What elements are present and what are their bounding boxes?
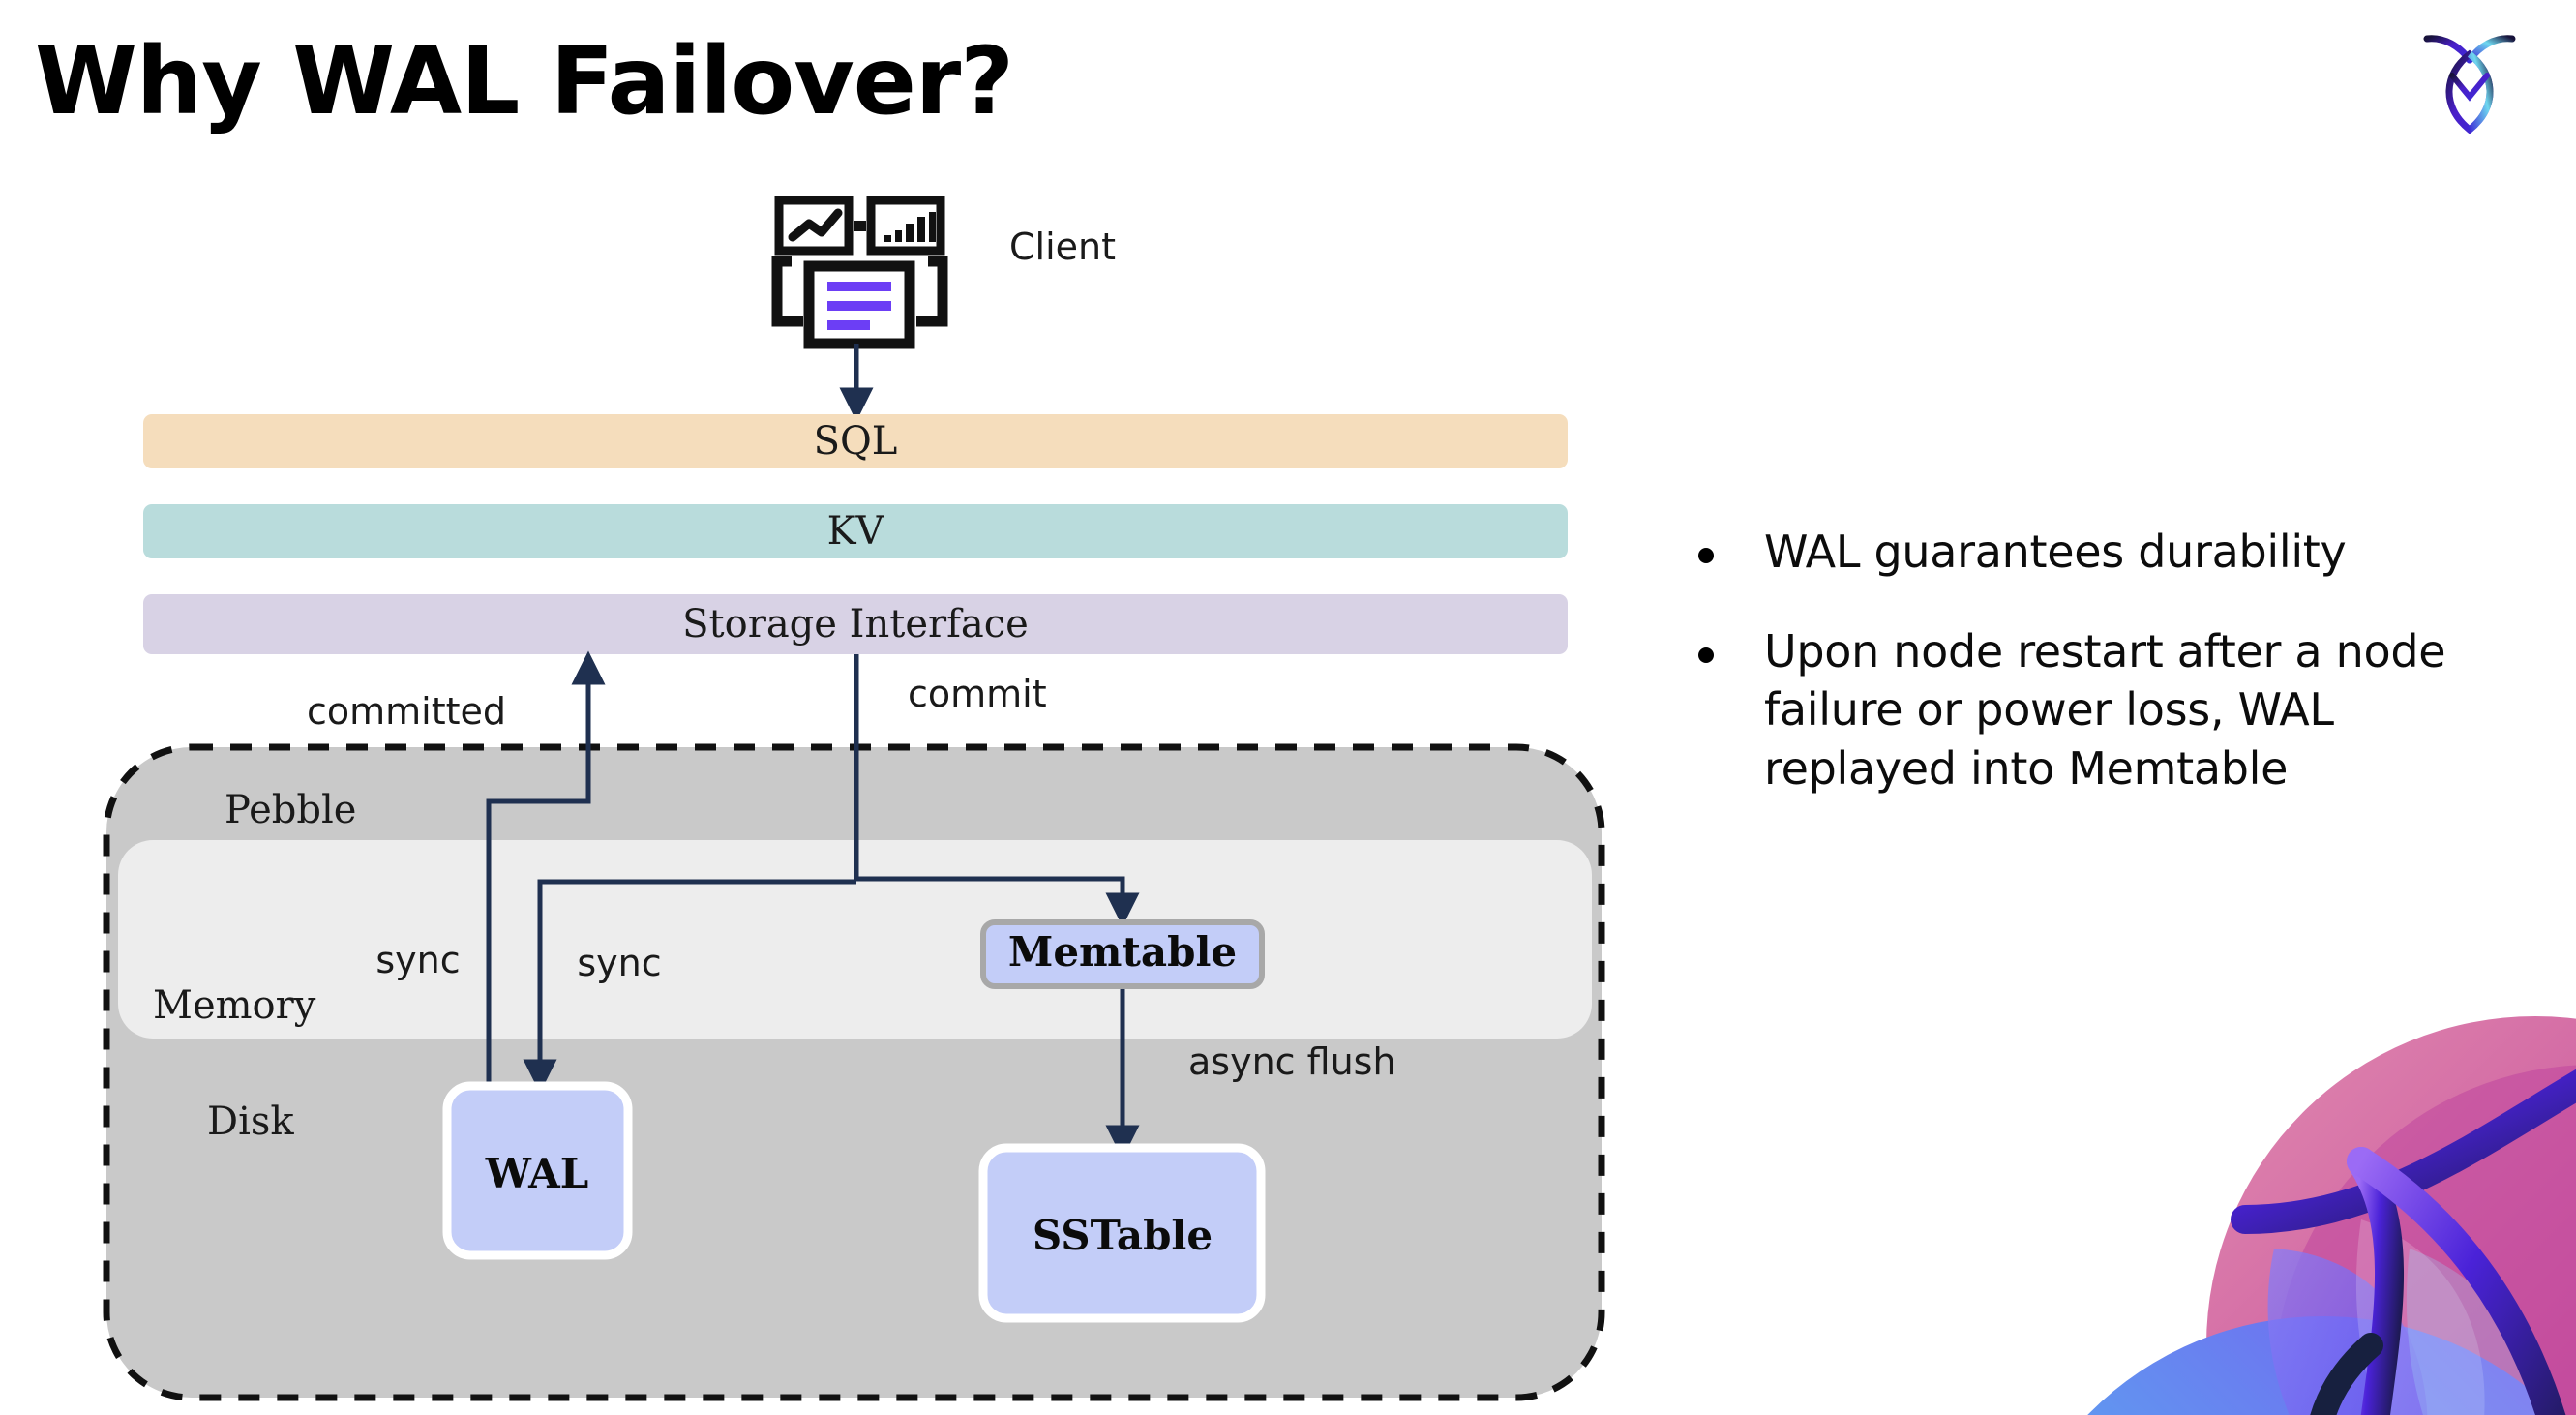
cockroachdb-logo-icon [2419,27,2520,135]
edge-sync-to-wal [523,879,856,1094]
edge-label-commit: commit [908,673,1047,715]
layer-label-kv: KV [827,509,885,554]
region-label-pebble: Pebble [225,788,356,832]
list-item: Upon node restart after a node failure o… [1698,622,2511,798]
edge-label-committed: committed [307,690,506,733]
bullet-text: WAL guarantees durability [1764,526,2347,578]
layer-bar-sql [143,414,1568,468]
client-label: Client [1009,226,1116,268]
client-terminal-icon [771,196,948,349]
bullet-text: Upon node restart after a node failure o… [1764,624,2446,796]
edge-label-sync-left: sync [375,939,460,981]
node-label-memtable: Memtable [1008,928,1237,976]
bullet-dot-icon [1698,548,1714,563]
node-label-sstable: SSTable [1033,1212,1213,1259]
node-memtable[interactable]: Memtable [980,919,1265,989]
bullet-list: WAL guarantees durability Upon node rest… [1698,523,2511,839]
edge-committed [486,650,606,1082]
node-wal[interactable]: WAL [442,1081,633,1260]
architecture-diagram: Client SQL KV Storage Interface Pebble M… [103,196,1605,1401]
edge-commit [854,654,1140,927]
region-label-memory: Memory [153,983,316,1028]
node-label-wal: WAL [485,1150,589,1197]
layer-label-sql: SQL [814,419,898,464]
bullet-dot-icon [1698,647,1714,663]
edge-label-sync-right: sync [577,942,661,984]
node-sstable[interactable]: SSTable [978,1143,1266,1323]
edge-label-async-flush: async flush [1188,1040,1396,1083]
region-label-disk: Disk [207,1099,294,1144]
layer-bar-kv [143,504,1568,558]
page-title: Why WAL Failover? [35,27,1014,135]
cockroachdb-watermark-icon [1955,929,2576,1415]
layer-bar-storage [143,594,1568,654]
list-item: WAL guarantees durability [1698,523,2511,582]
layer-label-storage: Storage Interface [682,602,1029,647]
